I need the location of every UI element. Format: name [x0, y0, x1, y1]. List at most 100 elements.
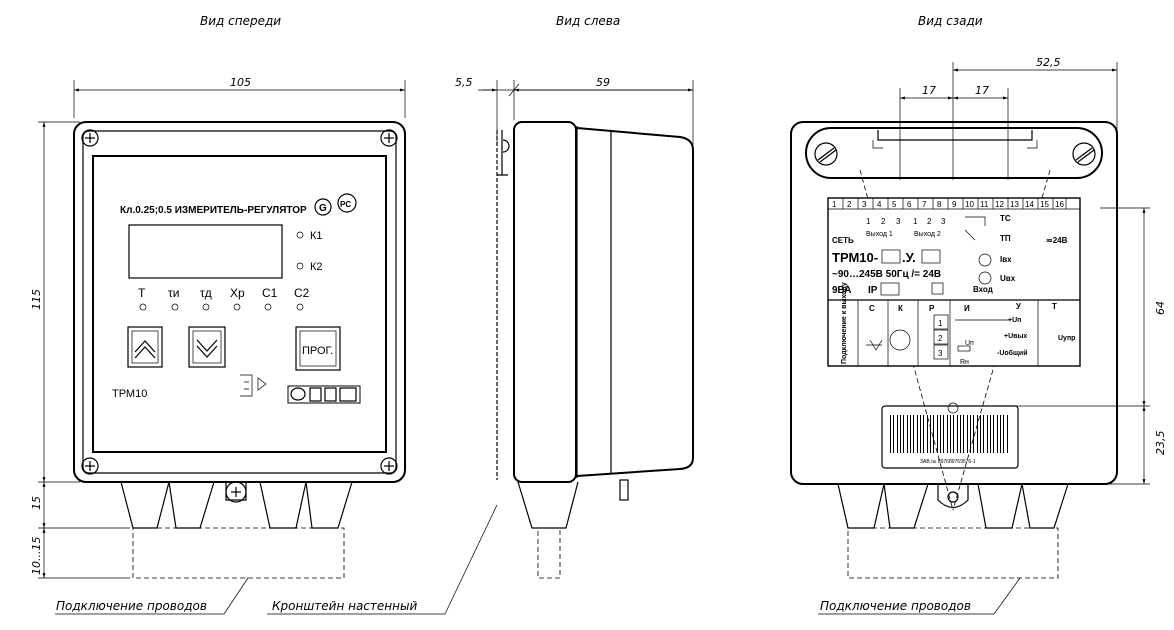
indicator-label: τи	[168, 286, 179, 300]
view-title-rear: Вид сзади	[918, 14, 983, 28]
svg-text:ОВЕН: ОВЕН	[295, 399, 298, 401]
screw-icon	[81, 129, 398, 475]
dim-rear-23-5: 23,5	[1154, 431, 1167, 456]
svg-text:Т: Т	[1052, 302, 1057, 311]
up-button[interactable]	[127, 326, 163, 368]
svg-text:ТП: ТП	[1000, 234, 1011, 243]
dim-front-height: 115	[30, 289, 43, 310]
view-title-left: Вид слева	[556, 14, 620, 28]
svg-text:Iвх: Iвх	[1000, 255, 1012, 264]
label-model: ТРМ10-	[832, 250, 878, 265]
svg-text:Вход: Вход	[973, 285, 993, 294]
svg-text:11: 11	[980, 200, 989, 209]
svg-text:У: У	[1016, 302, 1022, 311]
svg-text:5: 5	[892, 200, 897, 209]
svg-text:16: 16	[1055, 200, 1064, 209]
svg-text:+Uп: +Uп	[1008, 317, 1021, 324]
terminal-numbers: 1 2 3 4 5 6 7 8 9 10 11 12 13 14 15 16	[832, 198, 1067, 209]
callout-wires-right: Подключение проводов	[820, 599, 971, 613]
led-k2	[296, 262, 304, 270]
label-connect-output: Подключение к выходу	[841, 282, 848, 364]
svg-text:1: 1	[866, 217, 871, 226]
svg-text:Uупр: Uупр	[1058, 335, 1075, 342]
svg-text:2: 2	[847, 200, 852, 209]
svg-text:3: 3	[941, 217, 946, 226]
dim-front-width: 105	[230, 76, 251, 89]
svg-text:И: И	[964, 304, 970, 313]
cable-glands	[837, 483, 1069, 529]
svg-text:6: 6	[907, 200, 912, 209]
svg-text:+Uвых: +Uвых	[1004, 333, 1027, 340]
model-label: ТРМ10	[112, 388, 147, 400]
svg-text:1: 1	[832, 200, 837, 209]
svg-text:Uвх: Uвх	[1000, 274, 1016, 283]
svg-text:ТС: ТС	[1000, 214, 1011, 223]
svg-text:2: 2	[927, 217, 932, 226]
rear-view: 52,5 17 17 64 23,5	[790, 56, 1167, 615]
svg-text:Rн: Rн	[960, 359, 969, 366]
svg-text:Uп: Uп	[965, 340, 974, 347]
svg-text:IP: IP	[868, 285, 878, 296]
screw-icon	[814, 142, 1096, 166]
label-set: СЕТЬ	[832, 236, 854, 245]
svg-text:2: 2	[881, 217, 886, 226]
key-lock-icon	[240, 374, 267, 397]
left-view: 5,5 59 Кронштейн настенный	[267, 76, 694, 615]
led-k1	[296, 231, 304, 239]
indicator-row: T τи τд Xр C1 C2	[138, 286, 310, 311]
indicator-label: C1	[262, 286, 278, 300]
svg-text:≂24В: ≂24В	[1046, 236, 1068, 245]
svg-text:ПРОГ.: ПРОГ.	[302, 345, 333, 357]
dim-side-depth: 59	[596, 76, 610, 89]
svg-text:1: 1	[913, 217, 918, 226]
certification-icon: G PC	[314, 193, 357, 216]
callout-wires-left: Подключение проводов	[56, 599, 207, 613]
dim-rear-52-5: 52,5	[1036, 56, 1061, 69]
prog-button[interactable]: ПРОГ.	[295, 326, 341, 371]
svg-text:9ВА: 9ВА	[832, 285, 852, 296]
svg-text:7: 7	[922, 200, 927, 209]
callout-bracket: Кронштейн настенный	[272, 599, 417, 613]
svg-text:15: 15	[1040, 200, 1049, 209]
wire-zone	[132, 527, 345, 579]
svg-text:-Uобщий: -Uобщий	[997, 349, 1028, 357]
view-title-front: Вид спереди	[200, 14, 281, 28]
label-out1: Выход 1	[866, 231, 893, 238]
svg-text:12: 12	[995, 200, 1004, 209]
indicator-label: Xр	[230, 286, 245, 300]
dim-rear-17b: 17	[975, 84, 989, 97]
svg-text:PC: PC	[340, 200, 351, 209]
svg-text:9: 9	[952, 200, 957, 209]
svg-text:1: 1	[938, 319, 943, 328]
dim-rear-17a: 17	[922, 84, 936, 97]
down-button[interactable]	[188, 326, 226, 368]
svg-text:Р: Р	[929, 304, 935, 313]
svg-text:2: 2	[938, 334, 943, 343]
svg-text:14: 14	[1025, 200, 1034, 209]
dim-front-bottom-1: 15	[30, 496, 43, 510]
svg-text:13: 13	[1010, 200, 1019, 209]
svg-text:4: 4	[877, 200, 882, 209]
wire-zone	[847, 527, 1059, 579]
barcode-icon	[890, 415, 1008, 453]
svg-text:К: К	[898, 304, 903, 313]
barcode-text: ЗАВ.№ 897689769576-1	[920, 459, 976, 465]
svg-text:G: G	[319, 203, 327, 214]
svg-text:3: 3	[896, 217, 901, 226]
svg-text:3: 3	[862, 200, 867, 209]
cable-glands	[120, 481, 353, 529]
svg-text:10: 10	[965, 200, 974, 209]
svg-text:.У.: .У.	[902, 250, 916, 265]
dim-side-gap: 5,5	[455, 76, 473, 89]
label-out2: Выход 2	[914, 231, 941, 238]
label-k2: К2	[310, 261, 323, 273]
front-header: Кл.0.25;0.5 ИЗМЕРИТЕЛЬ-РЕГУЛЯТОР	[120, 205, 307, 216]
label-k1: К1	[310, 230, 323, 242]
display-window	[128, 224, 283, 279]
front-view: 105 115 15 10...15 Кл.0.25;0.5 ИЗМЕРИТЕЛ…	[30, 76, 406, 615]
barcode-sticker	[881, 405, 1019, 469]
indicator-label: T	[138, 286, 146, 300]
dim-rear-64: 64	[1154, 301, 1167, 315]
indicator-label: τд	[200, 286, 212, 300]
svg-text:3: 3	[938, 349, 943, 358]
